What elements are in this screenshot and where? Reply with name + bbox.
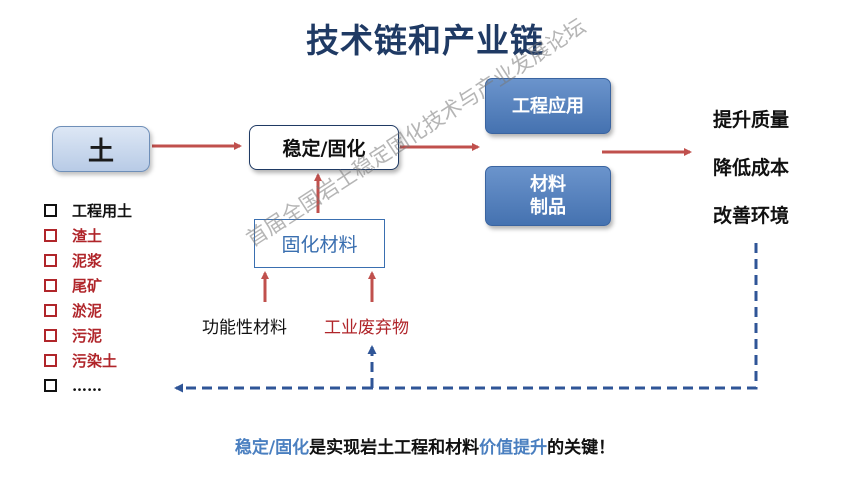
solidifying-materials-box: 固化材料 [254, 219, 385, 268]
soil-type-label: 渣土 [72, 227, 103, 245]
key-statement-part3: 价值提升 [479, 438, 548, 458]
stabilize-box: 稳定/固化 [249, 125, 399, 170]
soil-type-label: 污染土 [72, 352, 118, 370]
soil-type-item: 渣土 [44, 223, 132, 248]
functional-materials-label: 功能性材料 [202, 318, 287, 338]
soil-type-item: 污泥 [44, 323, 132, 348]
material-products-box: 材料 制品 [485, 166, 611, 226]
soil-type-label: 尾矿 [72, 277, 103, 295]
checkbox-icon [44, 229, 57, 242]
soil-type-label: 工程用土 [72, 202, 133, 220]
soil-type-item: 泥浆 [44, 248, 132, 273]
soil-type-label: …… [72, 376, 102, 395]
soil-type-item: 污染土 [44, 348, 132, 373]
outcome-environment: 改善环境 [713, 205, 790, 227]
products-line1: 材料 [530, 174, 566, 195]
checkbox-icon [44, 304, 57, 317]
industrial-waste-label: 工业废弃物 [324, 318, 409, 338]
checkbox-icon [44, 329, 57, 342]
feedback-dashed-line [372, 243, 758, 390]
key-statement-part1: 稳定/固化 [234, 438, 310, 458]
checkbox-icon [44, 379, 57, 392]
outcome-quality: 提升质量 [713, 109, 790, 131]
products-line2: 制品 [530, 197, 566, 218]
checkbox-icon [44, 279, 57, 292]
checkbox-icon [44, 354, 57, 367]
key-statement-part2: 是实现岩土工程和材料 [309, 438, 480, 458]
engineering-application-box: 工程应用 [485, 78, 611, 134]
soil-type-item: …… [44, 373, 132, 398]
soil-types-list: 工程用土渣土泥浆尾矿淤泥污泥污染土 …… [44, 198, 132, 398]
soil-type-item: 淤泥 [44, 298, 132, 323]
checkbox-icon [44, 204, 57, 217]
soil-type-item: 尾矿 [44, 273, 132, 298]
key-statement-part4: 的关键！ [547, 438, 616, 458]
soil-type-label: 淤泥 [72, 302, 103, 320]
checkbox-icon [44, 254, 57, 267]
page-title: 技术链和产业链 [306, 21, 544, 60]
key-statement: 稳定/固化是实现岩土工程和材料价值提升的关键！ [0, 433, 850, 458]
outcome-cost: 降低成本 [713, 157, 790, 179]
soil-type-label: 泥浆 [72, 252, 103, 270]
outcomes-list: 提升质量 降低成本 改善环境 [713, 108, 823, 252]
soil-type-item: 工程用土 [44, 198, 132, 223]
soil-box: 土 [52, 126, 150, 172]
soil-type-label: 污泥 [72, 327, 103, 345]
